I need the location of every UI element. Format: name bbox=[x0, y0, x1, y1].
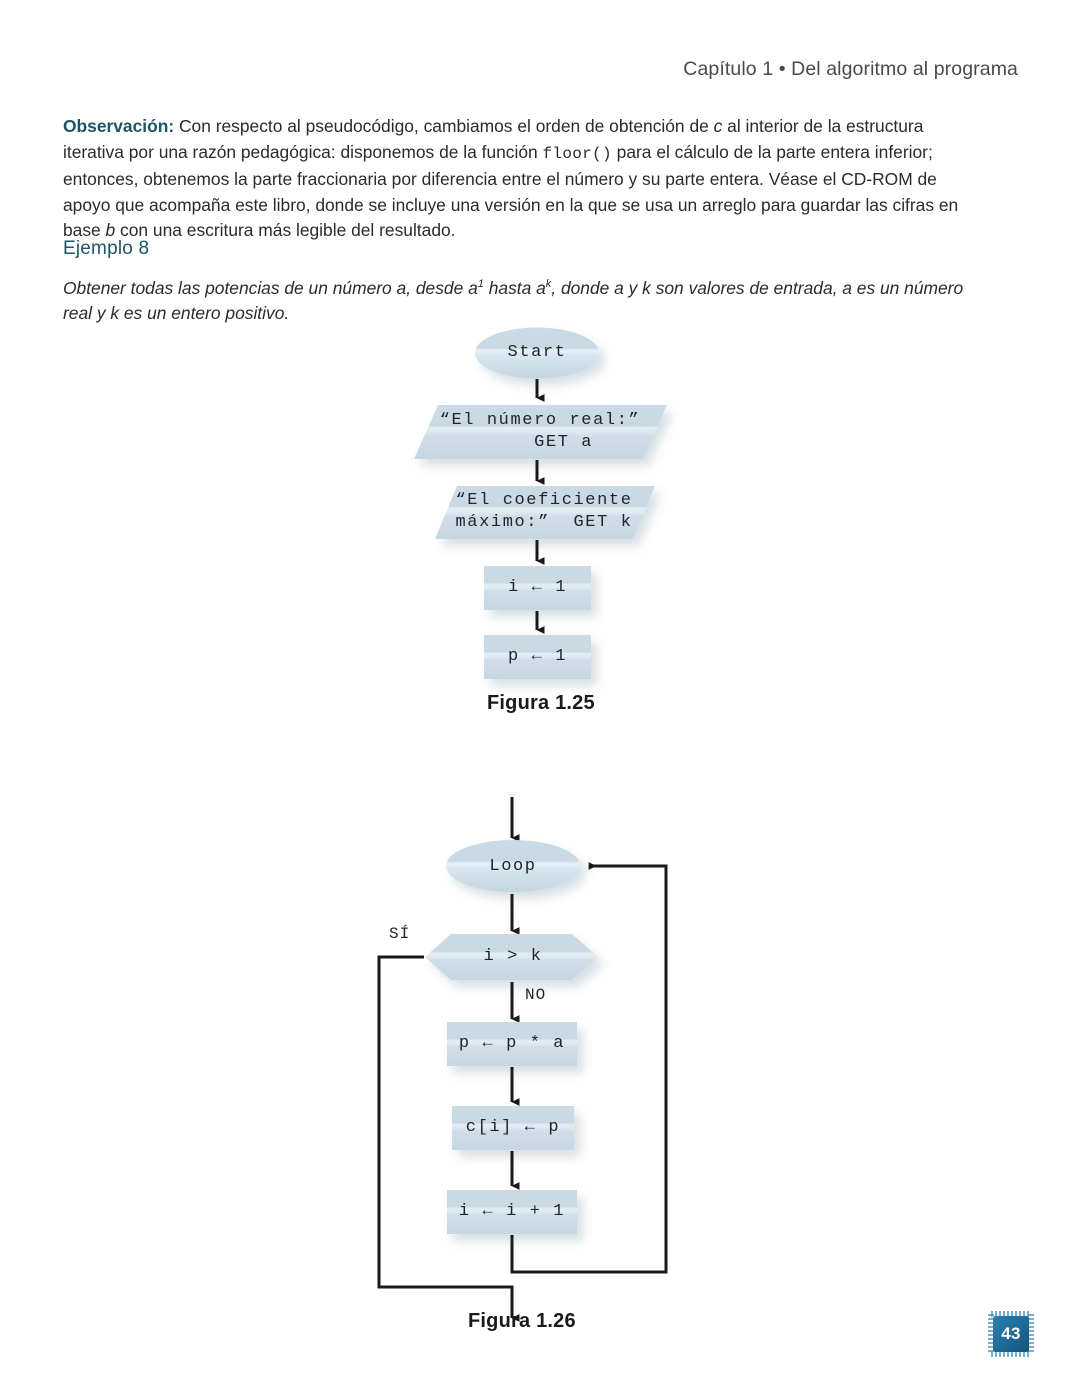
node-i-init-label: i ← 1 bbox=[507, 578, 567, 597]
observation-label: Observación: bbox=[63, 116, 175, 136]
example-statement-2: hasta a bbox=[483, 277, 546, 298]
observation-mono-floor: floor() bbox=[542, 144, 612, 163]
example-sup-k: k bbox=[545, 278, 552, 290]
figure-126-caption: Figura 1.26 bbox=[468, 1310, 576, 1332]
node-io-read-k-label: “El coeficiente máximo:” GET k bbox=[455, 491, 633, 532]
observation-text-4: con una escritura más legible del result… bbox=[115, 220, 456, 241]
example-statement-1: Obtener todas las potencias de un número… bbox=[63, 277, 478, 298]
node-c-store-label: c[i] ← p bbox=[465, 1118, 561, 1137]
figure-125-caption: Figura 1.25 bbox=[487, 692, 595, 714]
observation-italic-b: b bbox=[105, 220, 116, 241]
node-loop-label: Loop bbox=[489, 857, 537, 876]
observation-text-1: Con respecto al pseudocódigo, cambiamos … bbox=[174, 116, 714, 136]
observation-paragraph: Observación: Con respecto al pseudocódig… bbox=[63, 114, 982, 244]
microchip-icon bbox=[988, 1311, 1034, 1357]
node-io-read-a-label: “El número real:” GET a bbox=[439, 411, 641, 452]
page-number-chip: 43 bbox=[985, 1308, 1037, 1360]
example-statement: Obtener todas las potencias de un número… bbox=[63, 272, 982, 327]
observation-italic-c: c bbox=[713, 116, 723, 136]
running-header: Capítulo 1 • Del algoritmo al programa bbox=[683, 58, 1018, 80]
observation-text-3: para el cálculo de la parte entera infer… bbox=[63, 141, 959, 241]
example-heading: Ejemplo 8 bbox=[63, 238, 150, 259]
node-condition-label: i > k bbox=[483, 947, 543, 966]
node-start-label: Start bbox=[507, 343, 567, 362]
observation-text-2: al interior de la estructura iterativa p… bbox=[63, 116, 924, 162]
page-number-label: 43 bbox=[1001, 1324, 1021, 1343]
example-statement-3: , donde a y k son valores de entrada, a … bbox=[63, 277, 964, 324]
edge-label-yes: SÍ bbox=[389, 925, 411, 943]
edge-label-no: NO bbox=[525, 986, 547, 1004]
node-p-init-label: p ← 1 bbox=[507, 647, 567, 666]
node-i-inc-label: i ← i + 1 bbox=[458, 1202, 566, 1221]
example-sup-1: 1 bbox=[477, 278, 484, 290]
node-p-mul-label: p ← p * a bbox=[458, 1034, 566, 1053]
